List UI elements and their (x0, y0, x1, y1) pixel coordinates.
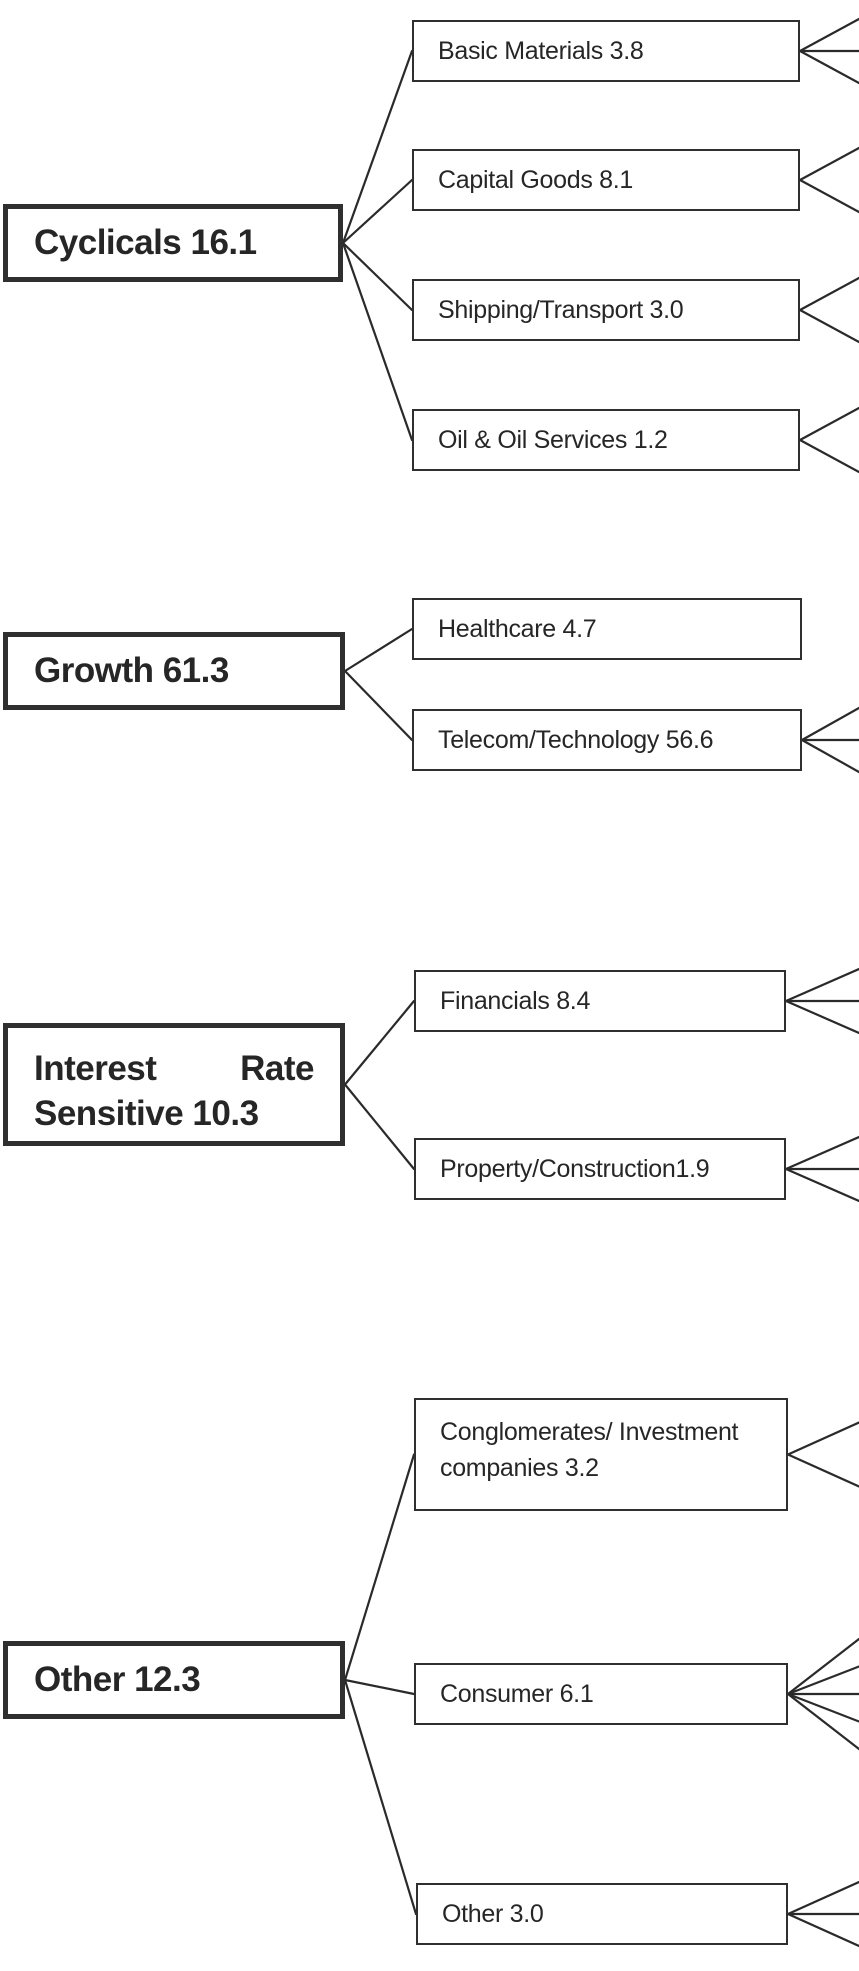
sector-label: Basic Materials 3.8 (438, 36, 644, 65)
fan-out-connector (786, 1692, 859, 1751)
sector-label: Healthcare 4.7 (438, 614, 597, 643)
fan-out-connector (784, 967, 859, 1003)
branch-connector (341, 49, 414, 245)
group-label: Interest Rate Sensitive 10.3 (34, 1049, 315, 1133)
sector-label: Property/Construction1.9 (440, 1154, 710, 1183)
sector-box-property-construction: Property/Construction1.9 (414, 1138, 786, 1200)
sector-box-oil-services: Oil & Oil Services 1.2 (412, 409, 800, 471)
fan-out-connector (786, 1453, 859, 1488)
branch-connector (343, 1678, 416, 1696)
branch-connector (343, 999, 416, 1086)
sector-label: Shipping/Transport 3.0 (438, 295, 684, 324)
sector-box-healthcare: Healthcare 4.7 (412, 598, 802, 660)
sector-box-capital-goods: Capital Goods 8.1 (412, 149, 800, 211)
sector-label: Oil & Oil Services 1.2 (438, 425, 668, 454)
fan-out-connector (784, 1167, 859, 1203)
fan-out-connector (786, 1637, 859, 1696)
fan-out-connector (798, 438, 859, 474)
fan-out-connector (798, 146, 859, 182)
sector-box-telecom-technology: Telecom/Technology 56.6 (412, 709, 802, 771)
fan-out-connector (798, 49, 859, 85)
branch-connector (341, 241, 414, 312)
fan-out-connector (786, 1880, 859, 1916)
fan-out-connector (784, 999, 859, 1035)
group-box-growth: Growth 61.3 (3, 632, 345, 710)
branch-connector (341, 241, 414, 442)
sector-box-shipping-transport: Shipping/Transport 3.0 (412, 279, 800, 341)
fan-out-connector (800, 706, 859, 742)
sector-label: Consumer 6.1 (440, 1679, 594, 1708)
sector-box-consumer: Consumer 6.1 (414, 1663, 788, 1725)
sector-label: Capital Goods 8.1 (438, 165, 634, 194)
group-box-cyclicals: Cyclicals 16.1 (3, 204, 343, 282)
fan-out-connector (786, 1912, 859, 1948)
fan-out-connector (798, 17, 859, 53)
group-label: Other 12.3 (34, 1660, 201, 1699)
group-label: Cyclicals 16.1 (34, 223, 257, 262)
branch-connector (343, 627, 414, 673)
sector-label: Conglomerates/ Investment companies 3.2 (440, 1418, 739, 1482)
sector-label: Financials 8.4 (440, 986, 591, 1015)
fan-out-connector (798, 178, 859, 214)
fan-out-connector (784, 1135, 859, 1171)
fan-out-connector (798, 276, 859, 312)
fan-out-connector (786, 1421, 859, 1456)
branch-connector (343, 1678, 418, 1916)
branch-connector (341, 178, 414, 245)
fan-out-connector (798, 308, 859, 344)
sector-box-financials: Financials 8.4 (414, 970, 786, 1032)
sector-label: Telecom/Technology 56.6 (438, 725, 714, 754)
branch-connector (343, 1083, 416, 1171)
sector-box-other-3: Other 3.0 (416, 1883, 788, 1945)
sector-box-basic-materials: Basic Materials 3.8 (412, 20, 800, 82)
fan-out-connector (786, 1692, 859, 1723)
sector-box-conglomerates: Conglomerates/ Investment companies 3.2 (414, 1398, 788, 1511)
group-label: Growth 61.3 (34, 651, 229, 690)
fan-out-connector (798, 406, 859, 442)
group-box-interest-rate-sensitive: Interest Rate Sensitive 10.3 (3, 1023, 345, 1146)
fan-out-connector (800, 738, 859, 774)
fan-out-connector (786, 1665, 859, 1696)
sector-label: Other 3.0 (442, 1899, 544, 1928)
branch-connector (343, 669, 414, 742)
group-box-other: Other 12.3 (3, 1641, 345, 1719)
branch-connector (343, 1453, 416, 1682)
